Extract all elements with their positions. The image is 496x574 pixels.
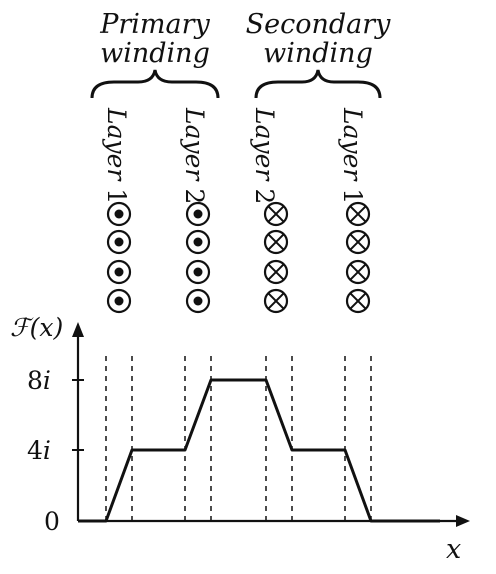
cross-icon: [263, 229, 289, 255]
dot-icon: [106, 259, 132, 285]
y-axis-arrowhead: [72, 322, 84, 337]
y-axis-label: ℱ(x): [10, 313, 63, 342]
layer-label-secondary-1: Layer1: [338, 107, 367, 204]
dot-icon: [185, 229, 211, 255]
dot-icon: [106, 201, 132, 227]
primary-winding-brace: [90, 69, 220, 99]
y-tick-label-8i: 8i: [27, 366, 51, 395]
dot-icon: [185, 201, 211, 227]
secondary-winding-title-line1: Secondary: [246, 9, 392, 40]
cross-icon: [263, 259, 289, 285]
x-axis-arrowhead: [456, 515, 470, 527]
cross-icon: [263, 201, 289, 227]
x-axis-label: x: [446, 534, 461, 565]
primary-winding-title-line1: Primary: [99, 9, 210, 40]
cross-icon: [345, 259, 371, 285]
layer-label-primary-1: Layer1: [102, 107, 131, 204]
primary-winding-title-line2: winding: [100, 38, 210, 69]
cross-icon: [345, 201, 371, 227]
layer-boundary-lines: [105, 356, 372, 521]
cross-icon: [345, 229, 371, 255]
dot-icon: [185, 259, 211, 285]
cross-icon: [263, 288, 289, 314]
cross-icon: [345, 288, 371, 314]
dot-icon: [106, 229, 132, 255]
dot-icon: [106, 288, 132, 314]
mmf-curve: [78, 378, 440, 523]
conductor-columns: [106, 201, 371, 314]
secondary-winding-title-line2: winding: [263, 38, 373, 69]
y-tick-label-0: 0: [44, 507, 60, 536]
layer-label-primary-2: Layer2: [180, 107, 209, 204]
y-tick-label-4i: 4i: [27, 436, 51, 465]
secondary-winding-brace: [254, 69, 382, 99]
layer-label-secondary-2: Layer2: [250, 107, 279, 204]
dot-icon: [185, 288, 211, 314]
